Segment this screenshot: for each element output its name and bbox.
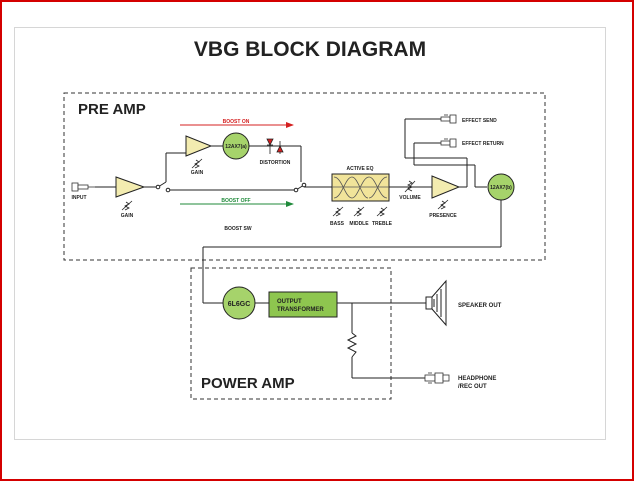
distortion-diodes-icon (262, 138, 286, 154)
headphone-jack-icon (424, 372, 450, 384)
preamp-label: PRE AMP (78, 101, 146, 118)
input-label: INPUT (72, 195, 87, 201)
transformer-label-line1: OUTPUT (277, 299, 302, 305)
input-jack-icon (71, 182, 95, 192)
gain-amplifier (115, 176, 146, 198)
volume-pot-icon (404, 180, 416, 193)
boost-gain-amplifier (185, 135, 213, 157)
gain-pot-icon (121, 200, 133, 211)
boost-gain-label: GAIN (191, 170, 204, 176)
page-title: VBG BLOCK DIAGRAM (194, 38, 426, 61)
boost-sw-label: BOOST SW (224, 226, 252, 232)
presence-pot-icon (437, 199, 449, 210)
effect-return-label: EFFECT RETURN (462, 141, 504, 147)
diagram-page (14, 27, 606, 440)
tube-12ax7b-label: 12AX7(b) (490, 185, 512, 191)
boost-gain-pot-icon (191, 158, 203, 169)
active-eq-block (331, 173, 390, 202)
preamp-section (63, 92, 546, 261)
presence-amplifier (431, 175, 461, 199)
headphone-label-line2: /REC OUT (458, 384, 487, 390)
tube-6l6gc-label: 6L6GC (228, 301, 251, 308)
gain-label: GAIN (121, 213, 134, 219)
effect-return-jack-icon (440, 138, 457, 148)
eq-curve-icon (332, 176, 389, 199)
signal-wiring (95, 118, 502, 379)
bass-label: BASS (330, 221, 345, 227)
distortion-label: DISTORTION (260, 160, 291, 166)
tube-12ax7a-label: 12AX7(a) (225, 144, 247, 150)
middle-label: MIDDLE (349, 221, 369, 227)
speaker-icon (425, 279, 447, 327)
tube-12ax7b (487, 173, 515, 201)
resistor (346, 332, 358, 358)
speaker-out-label: SPEAKER OUT (458, 303, 502, 309)
poweramp-section (190, 267, 392, 400)
eq-pots-icon (332, 206, 388, 217)
treble-label: TREBLE (372, 221, 393, 227)
boost-on-label: BOOST ON (223, 119, 250, 125)
volume-label: VOLUME (399, 195, 421, 201)
boost-off-label: BOOST OFF (221, 198, 250, 204)
headphone-label-line1: HEADPHONE (458, 376, 496, 382)
output-transformer (268, 291, 338, 318)
boost-switch (155, 182, 307, 193)
poweramp-label: POWER AMP (201, 375, 295, 392)
transformer-label-line2: TRANSFORMER (277, 307, 324, 313)
tube-12ax7a (222, 132, 250, 160)
presence-label: PRESENCE (429, 213, 457, 219)
tube-6l6gc (222, 286, 256, 320)
effect-send-label: EFFECT SEND (462, 118, 497, 124)
effect-send-jack-icon (440, 114, 457, 124)
active-eq-label: ACTIVE EQ (347, 166, 374, 172)
